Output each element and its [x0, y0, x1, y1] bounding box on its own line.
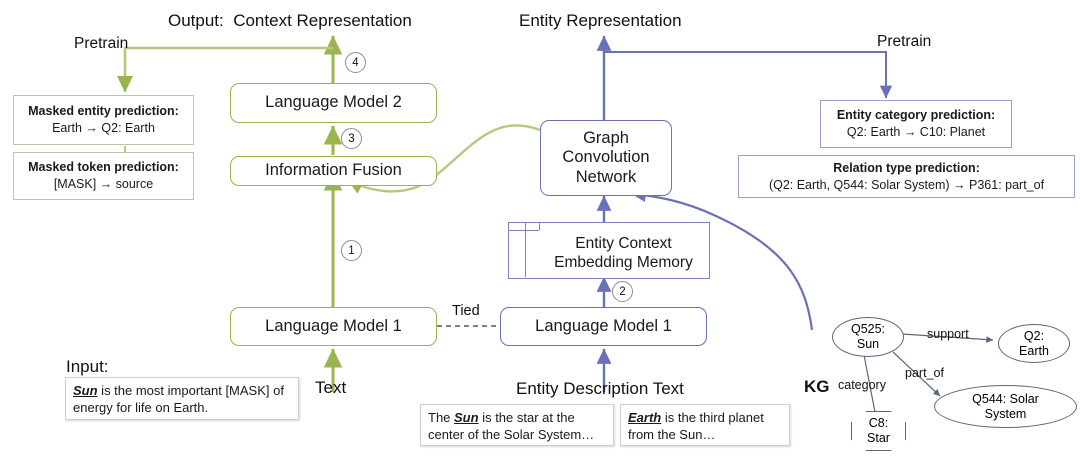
sun-bubble-rest: is the star at the center of the Solar S… [428, 410, 595, 443]
entity-context-embedding-memory-box[interactable]: Entity Context Embedding Memory [539, 230, 708, 277]
input-sentence-rest: is the most important [MASK] of energy f… [73, 383, 284, 416]
input-label: Input: [66, 357, 109, 376]
kg-edge-label-category: category [838, 378, 886, 392]
output-label: Output: Context Representation [168, 11, 412, 30]
gcn-line-2: Convolution [562, 148, 650, 167]
step-3-badge: 3 [341, 128, 362, 149]
kg-node-sun-name: Sun [856, 337, 880, 351]
kg-node-star-name: Star [867, 431, 890, 445]
memory-line-2: Embedding Memory [554, 253, 693, 271]
entity-category-prediction-title: Entity category prediction: [836, 108, 996, 123]
masked-token-prediction-body: [MASK] → source [53, 177, 154, 191]
entity-representation-label: Entity Representation [519, 11, 682, 30]
kg-node-sun[interactable]: Q525: Sun [832, 317, 904, 357]
entity-description-bubble-sun: The Sun is the star at the center of the… [420, 404, 614, 446]
kg-edge-label-part-of: part_of [905, 366, 944, 380]
kg-node-earth[interactable]: Q2: Earth [998, 324, 1070, 363]
step-4-badge: 4 [345, 52, 366, 73]
memory-slot-1 [508, 222, 526, 277]
input-text-bubble: Sun is the most important [MASK] of ener… [65, 377, 299, 420]
text-label: Text [315, 378, 347, 397]
entity-category-prediction-body: Q2: Earth → C10: Planet [846, 125, 986, 139]
entity-description-text-label: Entity Description Text [516, 379, 684, 398]
masked-entity-prediction-title: Masked entity prediction: [28, 104, 179, 119]
kg-node-sun-id: Q525: [850, 322, 886, 336]
kg-node-solar-system-name: System [984, 406, 1027, 421]
kg-edge-label-support: support [927, 327, 969, 341]
memory-line-1: Entity Context [575, 234, 672, 252]
tied-label: Tied [452, 303, 480, 319]
step-2-badge: 2 [612, 281, 633, 302]
masked-entity-prediction-box: Masked entity prediction: Earth → Q2: Ea… [13, 95, 194, 145]
information-fusion-box[interactable]: Information Fusion [230, 156, 437, 186]
masked-token-prediction-title: Masked token prediction: [28, 160, 179, 175]
kg-node-earth-id: Q2: [1023, 328, 1045, 343]
relation-type-prediction-title: Relation type prediction: [833, 160, 980, 175]
pretrain-label-right: Pretrain [877, 33, 932, 50]
kg-label: KG [804, 377, 830, 396]
kg-node-earth-name: Earth [1019, 343, 1049, 358]
earth-bubble-entity: Earth [628, 410, 662, 425]
earth-bubble-rest: is the third planet from the Sun… [628, 410, 764, 443]
gcn-line-1: Graph [583, 128, 629, 147]
language-model-1-entity-box[interactable]: Language Model 1 [500, 307, 707, 346]
kg-node-solar-system-id: Q544: Solar [972, 391, 1039, 406]
masked-entity-prediction-body: Earth → Q2: Earth [52, 121, 155, 135]
step-1-badge: 1 [341, 240, 362, 261]
entity-description-bubble-earth: Earth is the third planet from the Sun… [620, 404, 790, 446]
masked-token-prediction-box: Masked token prediction: [MASK] → source [13, 152, 194, 200]
pretrain-label-left: Pretrain [74, 35, 129, 52]
gcn-line-3: Network [575, 167, 637, 186]
kg-node-solar-system[interactable]: Q544: Solar System [934, 385, 1077, 428]
sun-bubble-entity: Sun [454, 410, 479, 425]
kg-node-star[interactable]: C8: Star [851, 411, 906, 451]
relation-type-prediction-box: Relation type prediction: (Q2: Earth, Q5… [738, 155, 1075, 198]
input-entity-mention: Sun [73, 383, 98, 398]
language-model-2-box[interactable]: Language Model 2 [230, 83, 437, 123]
graph-convolution-network-box[interactable]: Graph Convolution Network [540, 120, 672, 196]
sun-bubble-lead: The [428, 410, 455, 425]
relation-type-prediction-body: (Q2: Earth, Q544: Solar System) → P361: … [768, 177, 1045, 192]
kg-node-star-id: C8: [868, 416, 889, 430]
entity-category-prediction-box: Entity category prediction: Q2: Earth → … [820, 100, 1012, 148]
language-model-1-context-box[interactable]: Language Model 1 [230, 307, 437, 346]
